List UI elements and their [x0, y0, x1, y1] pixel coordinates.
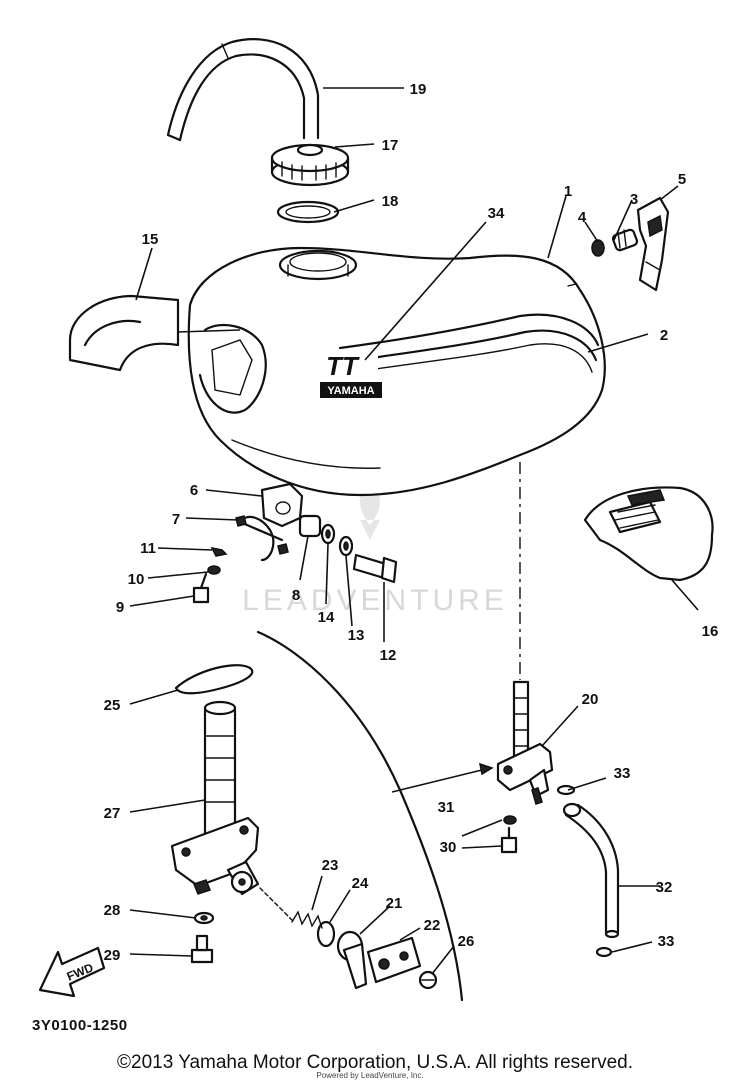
callout-28: 28 [104, 902, 121, 919]
emblem-tt-text: TT [326, 351, 360, 381]
part-washer-13[interactable] [338, 535, 354, 557]
callout-25: 25 [104, 697, 121, 714]
part-clip-33a[interactable] [556, 784, 576, 796]
part-bolt-12[interactable] [352, 553, 398, 584]
part-cock-body-27[interactable] [170, 700, 260, 896]
callout-33-lower: 33 [658, 933, 675, 950]
callout-10: 10 [128, 571, 145, 588]
part-spring-23[interactable] [259, 887, 323, 929]
callout-14: 14 [318, 609, 335, 626]
callout-numbers: 19 17 18 1 2 3 4 5 15 34 16 6 7 11 10 9 … [104, 81, 719, 964]
part-breather-hose[interactable] [166, 38, 320, 142]
part-screw-30[interactable] [500, 826, 518, 854]
part-fuel-cap[interactable] [270, 143, 350, 187]
callout-33-upper: 33 [614, 765, 631, 782]
callout-12: 12 [380, 647, 397, 664]
callout-7: 7 [172, 511, 180, 528]
part-collar-4[interactable] [591, 239, 605, 257]
callout-31: 31 [438, 799, 455, 816]
part-washer-10[interactable] [207, 565, 221, 575]
callout-1: 1 [564, 183, 572, 200]
part-fuel-hose[interactable] [562, 802, 620, 939]
part-washer-14[interactable] [320, 523, 336, 545]
part-screw-26[interactable] [418, 970, 438, 990]
callout-8: 8 [292, 587, 300, 604]
forward-direction-arrow: FWD [38, 946, 106, 998]
part-fuel-tank[interactable] [187, 246, 606, 497]
callout-22: 22 [424, 917, 441, 934]
part-fuel-cock-assembly[interactable] [496, 680, 554, 805]
copyright-notice: ©2013 Yamaha Motor Corporation, U.S.A. A… [117, 1052, 633, 1073]
callout-16: 16 [702, 623, 719, 640]
part-bolt-9[interactable] [192, 572, 210, 604]
part-cock-gasket-25[interactable] [174, 664, 254, 695]
callout-26: 26 [458, 933, 475, 950]
callout-leader-lines [129, 87, 699, 975]
watermark-text: LEADVENTURE [242, 584, 508, 617]
callout-3: 3 [630, 191, 638, 208]
callout-5: 5 [678, 171, 686, 188]
callout-6: 6 [190, 482, 198, 499]
fine-print: Powered by LeadVenture, Inc. [316, 1071, 423, 1080]
callout-32: 32 [656, 879, 673, 896]
part-bracket-6[interactable] [260, 482, 304, 528]
callout-23: 23 [322, 857, 339, 874]
part-cap-gasket[interactable] [276, 200, 340, 224]
part-tank-emblem[interactable]: TT YAMAHA [316, 351, 382, 400]
part-plate-22[interactable] [366, 936, 422, 984]
part-clip-33b[interactable] [595, 946, 613, 958]
callout-2: 2 [660, 327, 668, 344]
callout-13: 13 [348, 627, 365, 644]
callout-34: 34 [488, 205, 505, 222]
part-screw-11[interactable] [210, 546, 228, 557]
callout-15: 15 [142, 231, 159, 248]
callout-30-label: 30 [440, 839, 457, 856]
callout-9: 9 [116, 599, 124, 616]
callout-18: 18 [382, 193, 399, 210]
callout-24: 24 [352, 875, 369, 892]
callout-17: 17 [382, 137, 399, 154]
part-collar-8[interactable] [298, 514, 322, 538]
callout-29: 29 [104, 947, 121, 964]
callout-11: 11 [140, 540, 156, 557]
part-screw-29[interactable] [190, 934, 214, 964]
callout-19: 19 [410, 81, 427, 98]
detail-link-arrow [479, 762, 494, 776]
emblem-yamaha-text: YAMAHA [327, 385, 374, 397]
callout-27: 27 [104, 805, 121, 822]
part-gasket-31[interactable] [503, 815, 517, 825]
part-rear-pad[interactable] [583, 486, 714, 582]
part-front-pad[interactable] [68, 294, 180, 372]
callout-21: 21 [386, 895, 403, 912]
callout-4: 4 [578, 209, 587, 226]
part-bracket-5[interactable] [636, 196, 670, 292]
part-band-7[interactable] [235, 515, 289, 562]
part-damper-3[interactable] [611, 228, 639, 252]
diagram-code: 3Y0100-1250 [32, 1017, 128, 1034]
part-o-ring-24[interactable] [316, 920, 336, 948]
part-gasket-28[interactable] [193, 911, 215, 925]
part-lever-21[interactable] [336, 930, 368, 990]
watermark: LEADVENTURE [242, 480, 508, 617]
callout-20: 20 [582, 691, 599, 708]
detail-link-line [391, 767, 491, 793]
